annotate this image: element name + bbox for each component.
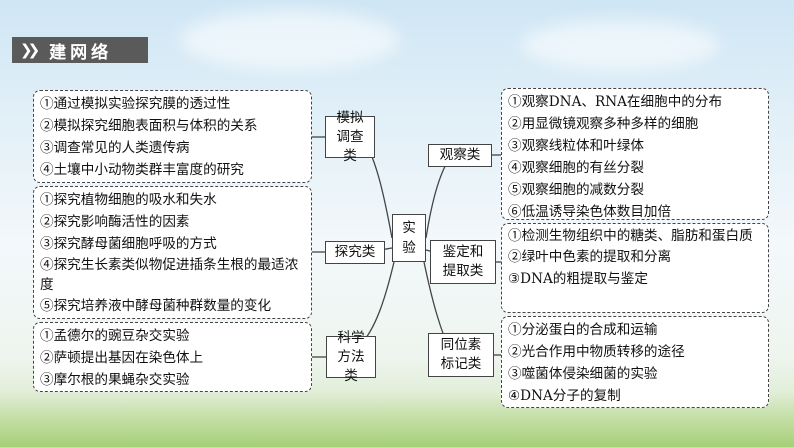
list-observe: ①观察DNA、RNA在细胞中的分布 ②用显微镜观察多种多样的细胞 ③观察线粒体和… — [501, 88, 769, 220]
list-isotope: ①分泌蛋白的合成和运输 ②光合作用中物质转移的途径 ③噬菌体侵染细菌的实验 ④D… — [501, 316, 769, 408]
list-item: ①通过模拟实验探究膜的透过性 — [40, 96, 231, 112]
list-item: ②探究影响酶活性的因素 — [40, 214, 190, 230]
category-explore: 探究类 — [325, 241, 385, 264]
list-item: ④探究生长素类似物促进插条生根的最适浓度 — [40, 257, 299, 293]
cloud — [180, 10, 400, 70]
category-isotope: 同位素标记类 — [428, 333, 494, 377]
center-label: 实验 — [402, 220, 416, 256]
list-item: ③观察线粒体和叶绿体 — [508, 138, 644, 154]
list-item: ②萨顿提出基因在染色体上 — [40, 350, 204, 366]
list-item: ①孟德尔的豌豆杂交实验 — [40, 328, 190, 344]
list-item: ②光合作用中物质转移的途径 — [508, 344, 685, 360]
list-item: ⑤观察细胞的减数分裂 — [508, 182, 644, 198]
list-item: ③DNA的粗提取与鉴定 — [508, 271, 648, 287]
list-item: ③调查常见的人类遗传病 — [40, 140, 190, 156]
list-item: ③探究酵母菌细胞呼吸的方式 — [40, 236, 217, 252]
category-label: 同位素标记类 — [440, 337, 482, 372]
list-item: ③噬菌体侵染细菌的实验 — [508, 366, 658, 382]
list-item: ④DNA分子的复制 — [508, 388, 621, 404]
section-header: ❯❯ 建网络 — [12, 37, 148, 63]
section-title: 建网络 — [49, 42, 113, 63]
category-identify: 鉴定和提取类 — [430, 240, 496, 284]
list-item: ②模拟探究细胞表面积与体积的关系 — [40, 118, 258, 134]
list-item: ③摩尔根的果蝇杂交实验 — [40, 372, 190, 388]
list-item: ②用显微镜观察多种多样的细胞 — [508, 116, 699, 132]
category-science: 科学方法类 — [326, 330, 376, 384]
category-label: 模拟调查类 — [336, 109, 364, 164]
list-item: ⑤探究培养液中酵母菌种群数量的变化 — [40, 298, 272, 314]
category-label: 鉴定和提取类 — [442, 244, 484, 279]
list-item: ①观察DNA、RNA在细胞中的分布 — [508, 94, 723, 110]
center-node: 实验 — [392, 214, 426, 262]
list-item: ⑥低温诱导染色体数目加倍 — [508, 204, 672, 220]
list-item: ①探究植物细胞的吸水和失水 — [40, 192, 217, 208]
category-label: 探究类 — [334, 244, 376, 260]
list-simulation: ①通过模拟实验探究膜的透过性 ②模拟探究细胞表面积与体积的关系 ③调查常见的人类… — [33, 90, 312, 183]
list-science: ①孟德尔的豌豆杂交实验 ②萨顿提出基因在染色体上 ③摩尔根的果蝇杂交实验 — [33, 322, 312, 392]
category-observe: 观察类 — [428, 144, 492, 167]
list-item: ②绿叶中色素的提取和分离 — [508, 249, 672, 265]
list-item: ①检测生物组织中的糖类、脂肪和蛋白质 — [508, 228, 753, 244]
connector-line — [425, 154, 453, 239]
list-item: ④土壤中小动物类群丰富度的研究 — [40, 162, 244, 178]
category-label: 观察类 — [439, 147, 481, 163]
cloud — [520, 20, 720, 70]
category-simulation: 模拟调查类 — [325, 110, 375, 164]
list-item: ④观察细胞的有丝分裂 — [508, 160, 644, 176]
list-item: ①分泌蛋白的合成和运输 — [508, 322, 658, 338]
category-label: 科学方法类 — [337, 329, 365, 384]
list-explore: ①探究植物细胞的吸水和失水 ②探究影响酶活性的因素 ③探究酵母菌细胞呼吸的方式 … — [33, 186, 312, 319]
list-identify: ①检测生物组织中的糖类、脂肪和蛋白质 ②绿叶中色素的提取和分离 ③DNA的粗提取… — [501, 223, 769, 313]
